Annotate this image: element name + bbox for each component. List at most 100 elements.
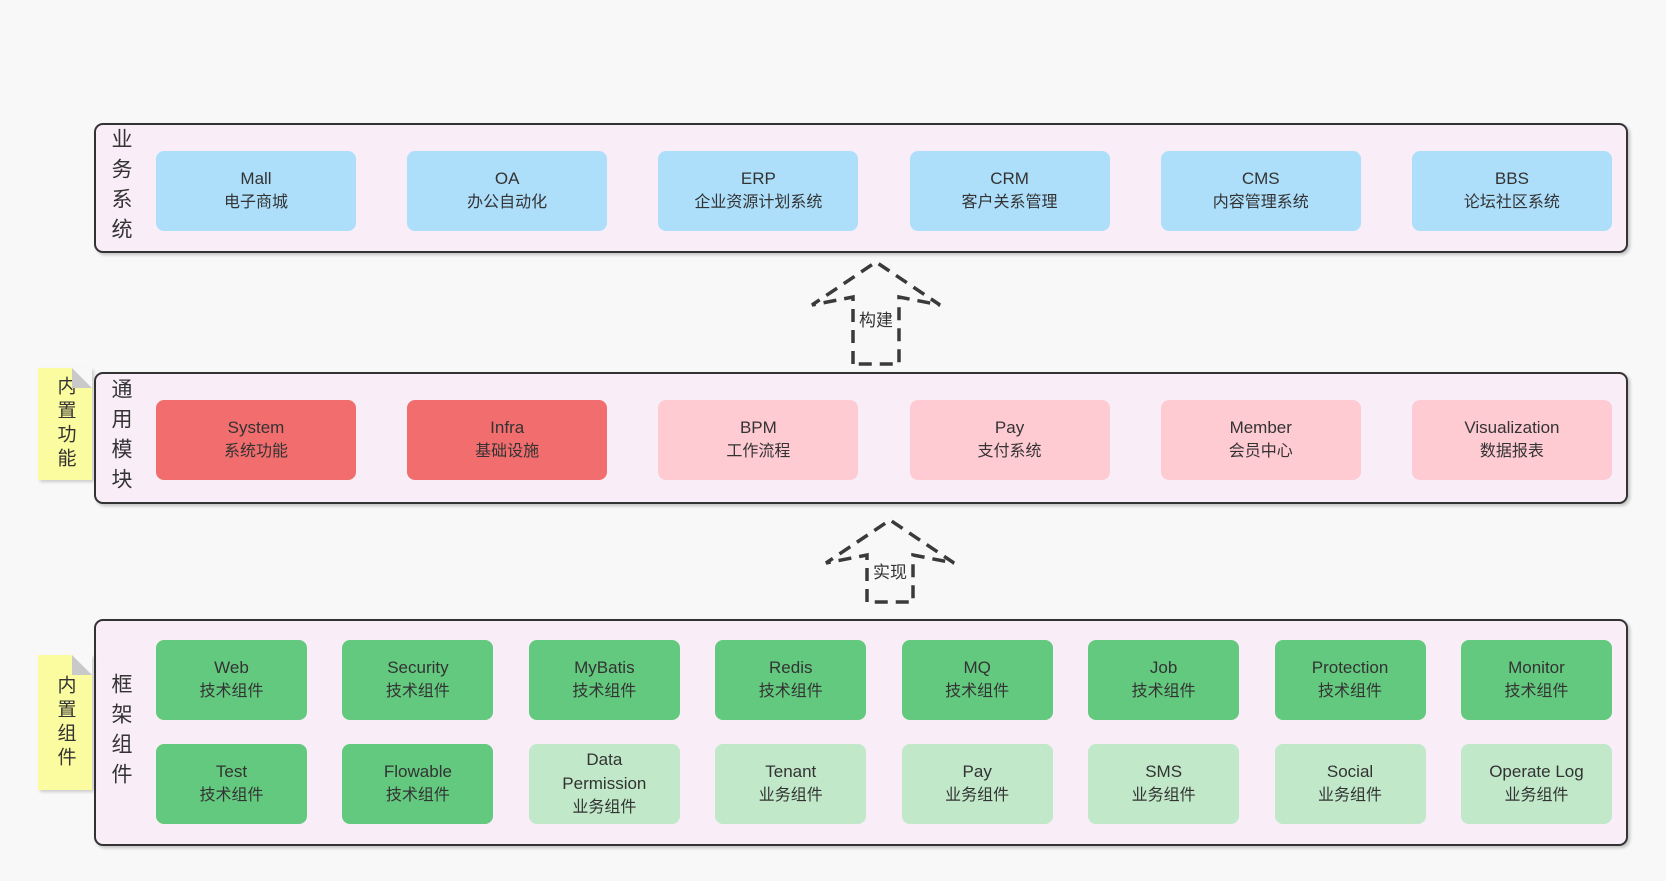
box-title: Redis [769, 658, 813, 677]
box-title: Protection [1311, 658, 1389, 677]
build-arrow-label: 构建 [856, 306, 896, 331]
box-title: BBS [1494, 169, 1529, 188]
box-title: Security [387, 658, 449, 677]
box-subtitle: 技术组件 [945, 683, 1010, 700]
layer-framework-components: 框架组件 Web 技术组件 Security 技术组件 MyBatis 技术组件… [94, 619, 1628, 846]
layer-common-modules: 通用模块 System 系统功能 Infra 基础设施 BPM 工作流程 Pay… [94, 372, 1628, 504]
box-title: MQ [963, 658, 991, 677]
layer-business-systems: 业务系统 Mall 电子商城 OA 办公自动化 ERP 企业资源计划系统 CRM… [94, 123, 1628, 253]
box-title: Monitor [1508, 658, 1565, 677]
box-redis: Redis 技术组件 [715, 640, 867, 720]
box-subtitle: 客户关系管理 [961, 194, 1058, 211]
box-infra: Infra 基础设施 [407, 400, 608, 480]
sticky-fold-icon [72, 655, 92, 675]
components-row-2: Test 技术组件 Flowable 技术组件 Data Permission … [156, 744, 1612, 824]
box-flowable: Flowable 技术组件 [342, 744, 494, 824]
box-mall: Mall 电子商城 [156, 151, 356, 231]
box-mq: MQ 技术组件 [901, 640, 1053, 720]
box-subtitle: 支付系统 [977, 443, 1042, 460]
box-subtitle: 基础设施 [475, 443, 540, 460]
implement-arrow-label: 实现 [870, 558, 910, 583]
layer-modules-label: 通用模块 [109, 378, 132, 498]
modules-row: System 系统功能 Infra 基础设施 BPM 工作流程 Pay 支付系统… [156, 400, 1612, 480]
box-pay-component: Pay 业务组件 [901, 744, 1053, 824]
box-title: Pay [962, 762, 992, 781]
box-subtitle: 技术组件 [1504, 683, 1569, 700]
sticky-note-label: 内置功能 [54, 376, 76, 472]
layer-business-label: 业务系统 [109, 128, 132, 248]
sticky-note-builtin-components: 内置组件 [38, 655, 92, 790]
box-subtitle: 技术组件 [385, 787, 450, 804]
box-subtitle: 业务组件 [1318, 787, 1383, 804]
box-system: System 系统功能 [156, 400, 356, 480]
box-monitor: Monitor 技术组件 [1460, 640, 1612, 720]
box-title: Pay [994, 418, 1025, 437]
sticky-fold-icon [72, 368, 92, 388]
box-crm: CRM 客户关系管理 [909, 151, 1110, 231]
box-title: Flowable [383, 762, 452, 781]
box-title: SMS [1145, 762, 1183, 781]
box-web: Web 技术组件 [156, 640, 307, 720]
sticky-note-label: 内置组件 [54, 674, 76, 771]
box-title: Test [215, 762, 248, 781]
box-subtitle: 系统功能 [223, 443, 288, 460]
box-mybatis: MyBatis 技术组件 [528, 640, 680, 720]
box-title: Infra [490, 418, 525, 437]
box-title: Visualization [1464, 418, 1560, 437]
box-subtitle: 会员中心 [1228, 443, 1293, 460]
box-title: Web [214, 658, 249, 677]
box-subtitle: 工作流程 [726, 443, 791, 460]
box-cms: CMS 内容管理系统 [1160, 151, 1361, 231]
box-title: OA [494, 169, 520, 188]
box-subtitle: 内容管理系统 [1212, 194, 1309, 211]
box-title: Job [1149, 658, 1178, 677]
box-sms: SMS 业务组件 [1088, 744, 1240, 824]
box-title: ERP [740, 169, 776, 188]
box-subtitle: 业务组件 [1504, 787, 1569, 804]
box-subtitle: 技术组件 [758, 683, 823, 700]
box-pay-system: Pay 支付系统 [909, 400, 1110, 480]
box-tenant: Tenant 业务组件 [715, 744, 867, 824]
box-subtitle: 业务组件 [758, 787, 823, 804]
box-job: Job 技术组件 [1088, 640, 1240, 720]
box-title: BPM [739, 418, 777, 437]
box-subtitle: 技术组件 [199, 683, 264, 700]
box-subtitle: 企业资源计划系统 [694, 194, 823, 211]
box-subtitle: 业务组件 [572, 799, 637, 816]
box-bbs: BBS 论坛社区系统 [1411, 151, 1612, 231]
box-title: Mall [240, 169, 272, 188]
box-subtitle: 办公自动化 [467, 194, 548, 211]
box-subtitle: 数据报表 [1479, 443, 1544, 460]
box-subtitle: 技术组件 [1131, 683, 1196, 700]
box-visualization: Visualization 数据报表 [1411, 400, 1612, 480]
box-title: Social [1326, 762, 1374, 781]
box-subtitle: 技术组件 [199, 787, 264, 804]
box-subtitle: 技术组件 [385, 683, 450, 700]
build-arrow: 构建 [806, 256, 946, 366]
box-title: CRM [990, 169, 1029, 188]
box-member: Member 会员中心 [1160, 400, 1361, 480]
box-oa: OA 办公自动化 [407, 151, 608, 231]
components-row-1: Web 技术组件 Security 技术组件 MyBatis 技术组件 Redi… [156, 640, 1612, 720]
box-title: Operate Log [1489, 762, 1584, 781]
box-subtitle: 业务组件 [945, 787, 1010, 804]
box-title: System [227, 418, 285, 437]
box-erp: ERP 企业资源计划系统 [658, 151, 859, 231]
box-test: Test 技术组件 [156, 744, 307, 824]
box-title: Data Permission [562, 750, 647, 793]
layer-components-label: 框架组件 [109, 672, 132, 793]
box-title: MyBatis [574, 658, 635, 677]
box-subtitle: 技术组件 [1318, 683, 1383, 700]
box-security: Security 技术组件 [342, 640, 494, 720]
box-title: Tenant [765, 762, 817, 781]
box-subtitle: 技术组件 [572, 683, 637, 700]
box-operate-log: Operate Log 业务组件 [1460, 744, 1612, 824]
box-subtitle: 电子商城 [223, 194, 288, 211]
box-subtitle: 业务组件 [1131, 787, 1196, 804]
box-title: CMS [1241, 169, 1280, 188]
business-row: Mall 电子商城 OA 办公自动化 ERP 企业资源计划系统 CRM 客户关系… [156, 151, 1612, 231]
box-social: Social 业务组件 [1274, 744, 1426, 824]
sticky-note-builtin-functions: 内置功能 [38, 368, 92, 480]
box-data-permission: Data Permission 业务组件 [528, 744, 680, 824]
